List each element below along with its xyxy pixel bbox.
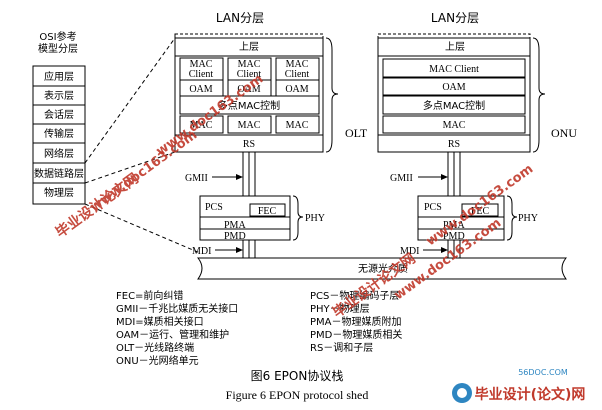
olt-mac-client-1b: Client	[189, 69, 214, 80]
lan-title-right: LAN分层	[431, 11, 479, 25]
onu-mac-client: MAC Client	[429, 64, 479, 75]
onu-gmii-label: GMII	[390, 173, 413, 184]
osi-layer-datalink: 数据链路层	[34, 167, 84, 180]
olt-fec: FEC	[258, 206, 277, 217]
caption-english: Figure 6 EPON protocol shed	[226, 388, 369, 402]
lan-title-left: LAN分层	[216, 11, 264, 25]
osi-title-line2: 模型分层	[38, 42, 78, 55]
onu-oam: OAM	[442, 82, 465, 93]
olt-mac-client-1: MAC	[190, 59, 213, 70]
olt-mac-client-2b: Client	[237, 69, 262, 80]
footer-logo-small: 56DOC.COM	[518, 368, 568, 377]
olt-rs: RS	[243, 139, 255, 150]
onu-upper-layer: 上层	[445, 41, 465, 53]
onu-pcs: PCS	[424, 202, 442, 213]
olt-mac-client-3: MAC	[286, 59, 309, 70]
osi-layer-application: 应用层	[44, 70, 74, 83]
footer-logo-text: 毕业设计(论文)网	[475, 386, 586, 403]
legend-onu: ONU－光网络单元	[116, 354, 199, 367]
legend-fec: FEC=前向纠错	[116, 289, 183, 302]
legend-oam: OAM－运行、管理和维护	[116, 328, 229, 341]
caption-chinese: 图6 EPON协议栈	[251, 368, 344, 383]
legend-phy: PHY－物理层	[310, 302, 370, 315]
olt-phy: GMII PCS FEC PMA PMD PHY MDI	[185, 151, 325, 259]
passive-optical-medium: 无源光介质	[196, 257, 568, 280]
legend-right: PCS－物理编码子层 PHY－物理层 PMA－物理媒质附加 PMD－物理媒质相关…	[310, 289, 402, 354]
onu-rs: RS	[448, 139, 460, 150]
olt-oam-1: OAM	[189, 84, 212, 95]
onu-mpmc: 多点MAC控制	[423, 99, 485, 112]
onu-fec: FEC	[471, 206, 490, 217]
legend-mdi: MDI=媒质相关接口	[116, 315, 204, 328]
legend-pma: PMA－物理媒质附加	[310, 315, 402, 328]
osi-title-line1: OSI参考	[39, 30, 76, 43]
osi-stack: 应用层 表示层 会话层 传输层 网络层 数据链路层 物理层	[32, 65, 86, 205]
olt-mac-3: MAC	[286, 120, 309, 131]
legend-left: FEC=前向纠错 GMII－千兆比媒质无关接口 MDI=媒质相关接口 OAM－运…	[116, 289, 238, 367]
watermark-right: 毕业设计论文网 www.doc163.com www.doc163.com	[329, 162, 536, 322]
olt-mac-client-3b: Client	[285, 69, 310, 80]
osi-layer-network: 网络层	[44, 147, 74, 160]
osi-layer-transport: 传输层	[44, 127, 74, 140]
legend-rs: RS－调和子层	[310, 342, 373, 354]
osi-layer-presentation: 表示层	[44, 89, 74, 102]
onu-pmd: PMD	[443, 231, 465, 242]
olt-oam-2: OAM	[237, 84, 260, 95]
onu-phy-label: PHY	[518, 213, 538, 224]
olt-mdi-label: MDI	[192, 246, 211, 257]
medium-label: 无源光介质	[358, 262, 408, 275]
onu-mdi-label: MDI	[400, 246, 419, 257]
legend-olt: OLT－光线路终端	[116, 341, 194, 354]
olt-pcs: PCS	[205, 202, 223, 213]
olt-phy-label: PHY	[305, 213, 325, 224]
legend-gmii: GMII－千兆比媒质无关接口	[116, 302, 238, 315]
olt-mpmc: 多点MAC控制	[218, 99, 280, 112]
olt-pmd: PMD	[224, 231, 246, 242]
legend-pcs: PCS－物理编码子层	[310, 289, 399, 302]
onu-phy: GMII PCS FEC PMA PMD PHY MDI	[390, 151, 538, 259]
onu-pma: PMA	[443, 220, 465, 231]
olt-mac-1: MAC	[190, 120, 213, 131]
olt-mac-client-2: MAC	[238, 59, 261, 70]
onu-label: ONU	[551, 126, 577, 140]
osi-layer-session: 会话层	[44, 108, 74, 121]
olt-pma: PMA	[224, 220, 246, 231]
olt-stack: 上层 MAC Client MAC Client MAC Client OAM …	[174, 33, 368, 153]
olt-oam-3: OAM	[285, 84, 308, 95]
olt-label: OLT	[345, 126, 368, 140]
olt-mac-2: MAC	[238, 120, 261, 131]
legend-pmd: PMD－物理媒质相关	[310, 328, 402, 341]
osi-layer-physical: 物理层	[44, 186, 74, 199]
olt-upper-layer: 上层	[239, 41, 259, 53]
onu-stack: 上层 MAC Client OAM 多点MAC控制 MAC RS ONU	[377, 33, 577, 153]
olt-gmii-label: GMII	[185, 173, 208, 184]
footer-logo: 56DOC.COM 毕业设计(论文)网	[452, 368, 585, 403]
onu-mac: MAC	[443, 120, 466, 131]
